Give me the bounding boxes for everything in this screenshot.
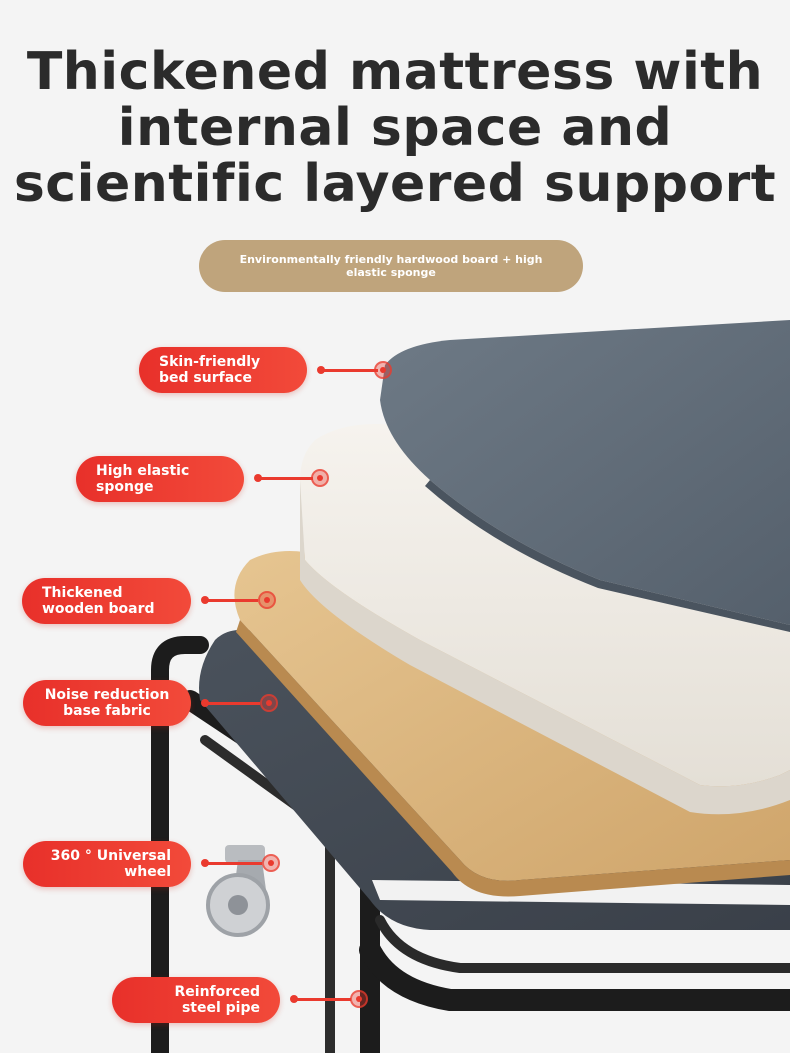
universal-wheel <box>206 845 270 937</box>
marker-bed-surface <box>374 361 392 379</box>
connector-dot <box>317 366 325 374</box>
callout-steel-pipe: Reinforced steel pipe <box>112 977 280 1023</box>
callout-sponge: High elastic sponge <box>76 456 244 502</box>
callout-base-fabric: Noise reduction base fabric <box>23 680 191 726</box>
marker-sponge <box>311 469 329 487</box>
connector-dot <box>290 995 298 1003</box>
connector-base-fabric <box>206 702 260 705</box>
connector-dot <box>201 699 209 707</box>
headline-line-3: scientific layered support <box>13 154 777 214</box>
marker-universal-wheel <box>262 854 280 872</box>
headline-line-1: Thickened mattress with <box>26 42 764 102</box>
connector-dot <box>201 596 209 604</box>
callout-universal-wheel: 360 ° Universal wheel <box>23 841 191 887</box>
connector-wooden-board <box>206 599 258 602</box>
connector-bed-surface <box>322 369 378 372</box>
marker-base-fabric <box>260 694 278 712</box>
connector-steel-pipe <box>295 998 351 1001</box>
connector-dot <box>254 474 262 482</box>
marker-wooden-board <box>258 591 276 609</box>
callout-wooden-board: Thickened wooden board <box>22 578 191 624</box>
headline: Thickened mattress with internal space a… <box>0 44 790 212</box>
callout-bed-surface: Skin-friendly bed surface <box>139 347 307 393</box>
connector-sponge <box>259 477 313 480</box>
connector-universal-wheel <box>206 862 262 865</box>
bed-surface-layer <box>380 320 790 625</box>
headline-line-2: internal space and <box>117 98 673 158</box>
connector-dot <box>201 859 209 867</box>
material-pill: Environmentally friendly hardwood board … <box>199 240 583 292</box>
marker-steel-pipe <box>350 990 368 1008</box>
